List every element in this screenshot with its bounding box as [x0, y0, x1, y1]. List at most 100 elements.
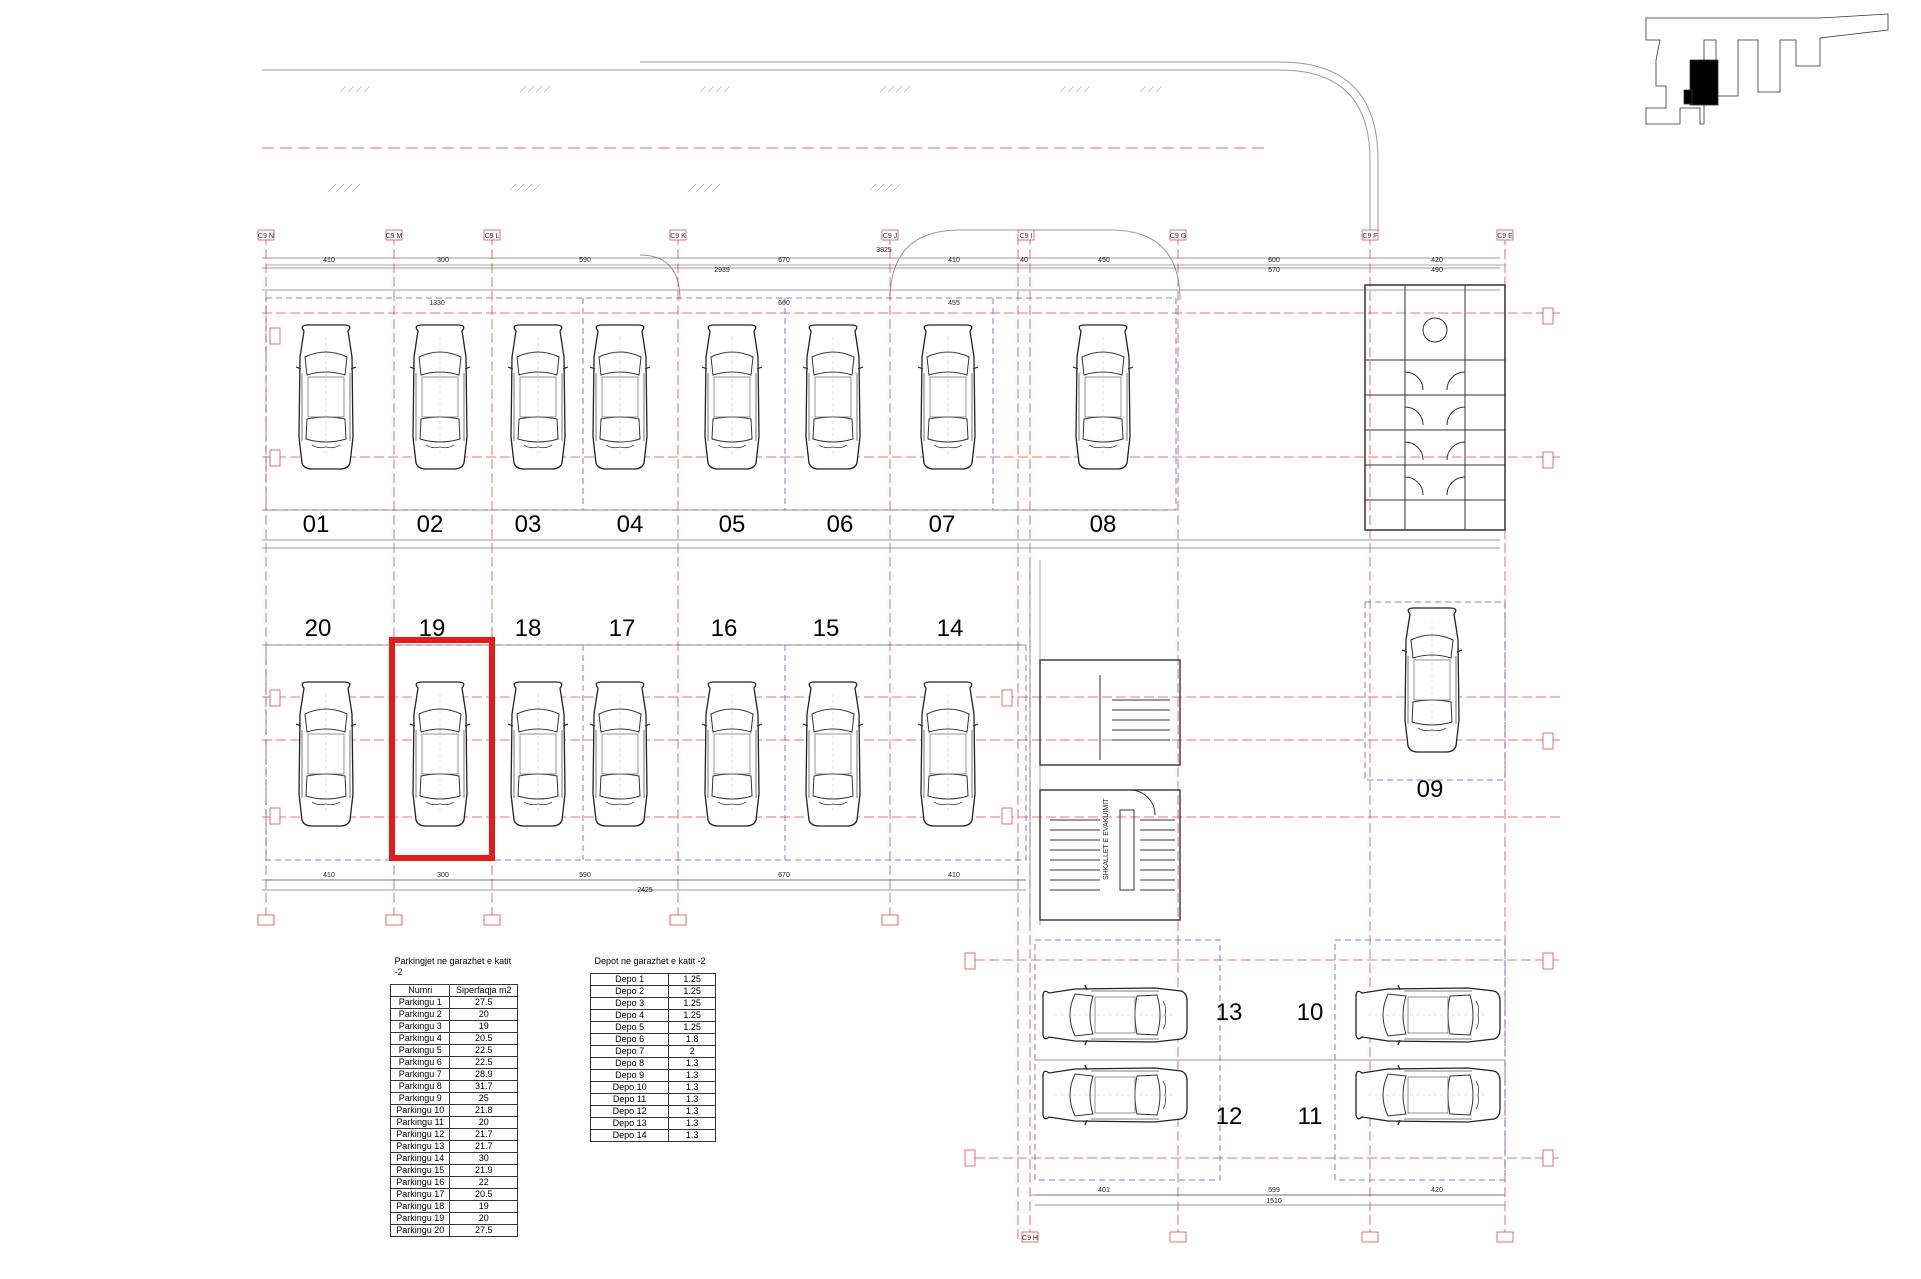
spot-label: 04 [617, 511, 644, 538]
spot-label: 09 [1417, 776, 1444, 803]
axis-label: C9 I [1020, 233, 1033, 240]
dim-text: 40 [1020, 257, 1028, 264]
dimension-labels: 410 300 590 670 410 40 450 600 420 2939 … [323, 247, 1443, 1205]
dim-text: 410 [948, 257, 960, 264]
table-cell-area: 1.25 [668, 973, 716, 986]
storage-depots [1364, 284, 1506, 531]
table-cell-name: Depo 13 [589, 1117, 670, 1130]
dim-text: 590 [579, 257, 591, 264]
car-icon [295, 324, 357, 470]
table-cell-name: Parkingu 14 [389, 1152, 451, 1165]
axis-label: C9 H [1022, 1235, 1038, 1242]
table-cell-name: Parkingu 18 [389, 1200, 451, 1213]
table-cell-area: 1.25 [668, 1021, 716, 1034]
grid-axis-labels [257, 229, 1554, 1243]
parking-area-table: Parkingjet ne garazhet e katit -2 Numri … [389, 954, 518, 1237]
car-icon [701, 324, 763, 470]
dim-text: 2939 [714, 267, 730, 274]
axis-label: C9 F [1362, 233, 1377, 240]
axis-label: C9 N [258, 233, 274, 240]
car-icon [409, 681, 471, 827]
dim-text: 590 [579, 872, 591, 879]
dim-text: 600 [1268, 257, 1280, 264]
table-cell-area: 20 [449, 1212, 518, 1225]
car-icon [802, 324, 864, 470]
table-cell-name: Depo 4 [589, 1009, 670, 1022]
table-cell-name: Parkingu 1 [389, 996, 451, 1009]
car-icon [1072, 324, 1134, 470]
dim-text: 490 [1431, 267, 1443, 274]
table-cell-area: 1.3 [668, 1105, 716, 1118]
road-hatching [329, 85, 1163, 191]
table-cell-area: 30 [449, 1152, 518, 1165]
spot-label: 17 [609, 615, 636, 642]
car-icon [917, 681, 979, 827]
table-cell-name: Parkingu 16 [389, 1176, 451, 1189]
dim-text: 420 [1431, 1187, 1443, 1194]
spot-label: 20 [305, 615, 332, 642]
table-cell-area: 1.3 [668, 1117, 716, 1130]
spot-label: 07 [929, 511, 956, 538]
highlight-spot-19 [389, 637, 495, 861]
car-icon [1043, 985, 1187, 1045]
car-icon [409, 324, 471, 470]
cars-side-bay [1043, 985, 1500, 1125]
car-icon [1356, 1065, 1500, 1125]
dim-text: 410 [323, 872, 335, 879]
depot-table-title: Depot ne garazhet e katit -2 [594, 956, 706, 966]
table-cell-name: Parkingu 6 [389, 1056, 451, 1069]
dim-text: 570 [1268, 267, 1280, 274]
table-cell-area: 28.9 [449, 1068, 518, 1081]
table-cell-name: Parkingu 8 [389, 1080, 451, 1093]
table-cell-name: Parkingu 7 [389, 1068, 451, 1081]
table-cell-area: 22.5 [449, 1056, 518, 1069]
table-cell-name: Parkingu 15 [389, 1164, 451, 1177]
spot-label: 08 [1090, 511, 1117, 538]
table-cell-area: 20 [449, 1008, 518, 1021]
table-cell-name: Depo 6 [589, 1033, 670, 1046]
car-icon [1401, 607, 1463, 753]
table-cell-area: 27.5 [449, 1224, 518, 1237]
dim-text: 599 [1268, 1187, 1280, 1194]
dimension-lines [266, 264, 1505, 1196]
dim-text: 300 [437, 257, 449, 264]
car-icon [917, 324, 979, 470]
table-cell-area: 1.25 [668, 985, 716, 998]
table-cell-name: Parkingu 2 [389, 1008, 451, 1021]
table-cell-area: 21.8 [449, 1104, 518, 1117]
spot-numbers-side: 09 13 10 12 11 [1216, 776, 1444, 1130]
table-cell-name: Parkingu 3 [389, 1020, 451, 1033]
table-cell-name: Parkingu 13 [389, 1140, 451, 1153]
table-cell-name: Parkingu 10 [389, 1104, 451, 1117]
structural-grid [262, 235, 1560, 1240]
dim-text: 3825 [876, 247, 892, 254]
dim-text: 1330 [429, 300, 445, 307]
table-cell-area: 1.8 [668, 1033, 716, 1046]
table-cell-area: 1.25 [668, 997, 716, 1010]
axis-label: C9 K [670, 233, 686, 240]
spot-label: 10 [1297, 999, 1324, 1026]
dim-text: 1510 [1266, 1198, 1282, 1205]
dim-text: 670 [778, 257, 790, 264]
table-cell-area: 21.7 [449, 1140, 518, 1153]
table-cell-name: Depo 7 [589, 1045, 670, 1058]
axis-label: C9 J [883, 233, 897, 240]
dim-text: 455 [948, 300, 960, 307]
spot-label: 19 [419, 615, 446, 642]
car-icon [507, 681, 569, 827]
table-cell-name: Parkingu 20 [389, 1224, 451, 1237]
